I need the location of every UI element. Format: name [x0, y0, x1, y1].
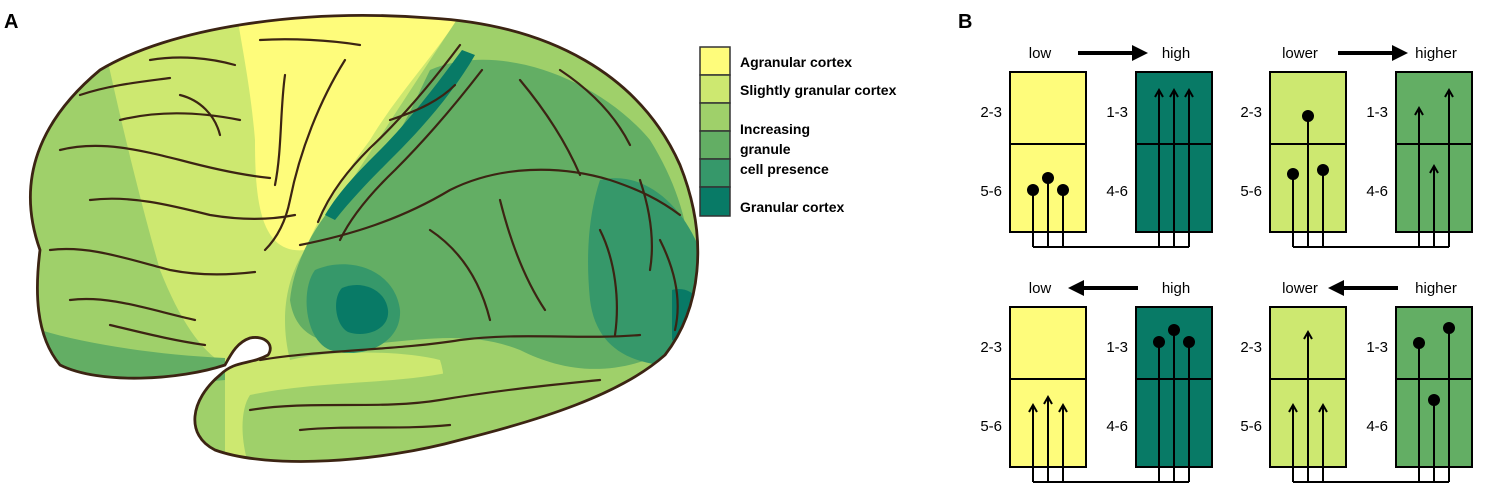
- left-projection-arrowhead: [1058, 402, 1068, 413]
- panel-a-letter: A: [4, 11, 18, 33]
- region-orbital: [40, 330, 225, 384]
- legend-label-slightly-granular: Slightly granular cortex: [740, 82, 897, 98]
- left-lower-layer-label: 5-6: [980, 418, 1002, 435]
- region-auditory-core: [336, 284, 389, 334]
- direction-arrow-head: [1392, 45, 1408, 61]
- left-terminal-dot: [1317, 164, 1329, 176]
- left-upper-layer-label: 2-3: [980, 104, 1002, 121]
- left-projection-arrowhead: [1028, 402, 1038, 413]
- right-terminal-dot: [1443, 322, 1455, 334]
- legend-swatch-increasing-3: [699, 158, 731, 188]
- left-lower-layer-label: 5-6: [1240, 183, 1262, 200]
- right-upper-layer-label: 1-3: [1106, 104, 1128, 121]
- right-lower-layer-label: 4-6: [1106, 418, 1128, 435]
- left-projection-arrowhead: [1303, 329, 1313, 340]
- hierarchy-left-word: low: [1029, 45, 1052, 62]
- right-projection-arrowhead: [1429, 163, 1439, 174]
- panel-b-laminar-diagrams: low high 2-3 5-6 1-3 4-6 lower higher 2-3 5-6 1-3 4…: [980, 45, 1473, 483]
- legend: Agranular cortex Slightly granular corte…: [699, 46, 897, 217]
- hierarchy-left-word: low: [1029, 280, 1052, 297]
- legend-label-increasing-1: Increasing: [740, 121, 810, 137]
- left-lower-layer-label: 5-6: [1240, 418, 1262, 435]
- direction-arrow-head: [1068, 280, 1084, 296]
- left-lower-layer-label: 5-6: [980, 183, 1002, 200]
- legend-swatch-increasing-1: [699, 102, 731, 132]
- right-projection-arrowhead: [1184, 87, 1194, 98]
- hierarchy-right-word: higher: [1415, 45, 1457, 62]
- laminar-diagram-4: lower higher 2-3 5-6 1-3 4-6: [1240, 280, 1473, 483]
- right-area-box: [1395, 306, 1473, 468]
- region-s1: [325, 50, 475, 220]
- left-terminal-dot: [1057, 184, 1069, 196]
- right-terminal-dot: [1168, 324, 1180, 336]
- right-projection-arrowhead: [1169, 87, 1179, 98]
- right-lower-layer-label: 4-6: [1366, 418, 1388, 435]
- right-projection-arrowhead: [1414, 105, 1424, 116]
- left-terminal-dot: [1287, 168, 1299, 180]
- legend-label-increasing-2: granule: [740, 141, 791, 157]
- right-terminal-dot: [1413, 337, 1425, 349]
- legend-label-agranular: Agranular cortex: [740, 54, 852, 70]
- hierarchy-right-word: high: [1162, 280, 1190, 297]
- legend-swatch-granular: [699, 186, 731, 217]
- hierarchy-left-word: lower: [1282, 280, 1318, 297]
- hierarchy-right-word: high: [1162, 45, 1190, 62]
- laminar-diagram-2: lower higher 2-3 5-6 1-3 4-6: [1240, 45, 1473, 248]
- legend-label-increasing-3: cell presence: [740, 161, 829, 177]
- right-terminal-dot: [1428, 394, 1440, 406]
- right-lower-layer-label: 4-6: [1106, 183, 1128, 200]
- left-terminal-dot: [1042, 172, 1054, 184]
- cortex-regions: [30, 15, 698, 462]
- left-projection-arrowhead: [1318, 402, 1328, 413]
- direction-arrow-head: [1328, 280, 1344, 296]
- legend-swatch-increasing-2: [699, 130, 731, 160]
- region-temporal-lower: [242, 370, 471, 462]
- sulci: [48, 38, 682, 432]
- brain-outline: [28, 14, 700, 463]
- right-upper-layer-label: 1-3: [1366, 339, 1388, 356]
- left-projection-arrowhead: [1288, 402, 1298, 413]
- left-terminal-dot: [1027, 184, 1039, 196]
- hierarchy-right-word: higher: [1415, 280, 1457, 297]
- left-projection-arrowhead: [1043, 394, 1053, 405]
- legend-label-granular: Granular cortex: [740, 199, 844, 215]
- left-upper-layer-label: 2-3: [980, 339, 1002, 356]
- right-projection-arrowhead: [1154, 87, 1164, 98]
- brain-lateral-view: [28, 14, 700, 463]
- panel-b-letter: B: [958, 11, 972, 33]
- right-terminal-dot: [1153, 336, 1165, 348]
- left-upper-layer-label: 2-3: [1240, 104, 1262, 121]
- right-lower-layer-label: 4-6: [1366, 183, 1388, 200]
- left-terminal-dot: [1302, 110, 1314, 122]
- right-terminal-dot: [1183, 336, 1195, 348]
- hierarchy-left-word: lower: [1282, 45, 1318, 62]
- right-projection-arrowhead: [1444, 87, 1454, 98]
- legend-swatch-agranular: [699, 46, 731, 76]
- legend-swatch-slightly-granular: [699, 74, 731, 104]
- laminar-diagram-1: low high 2-3 5-6 1-3 4-6: [980, 45, 1213, 248]
- laminar-diagram-3: low high 2-3 5-6 1-3 4-6: [980, 280, 1213, 483]
- right-upper-layer-label: 1-3: [1106, 339, 1128, 356]
- right-upper-layer-label: 1-3: [1366, 104, 1388, 121]
- direction-arrow-head: [1132, 45, 1148, 61]
- left-upper-layer-label: 2-3: [1240, 339, 1262, 356]
